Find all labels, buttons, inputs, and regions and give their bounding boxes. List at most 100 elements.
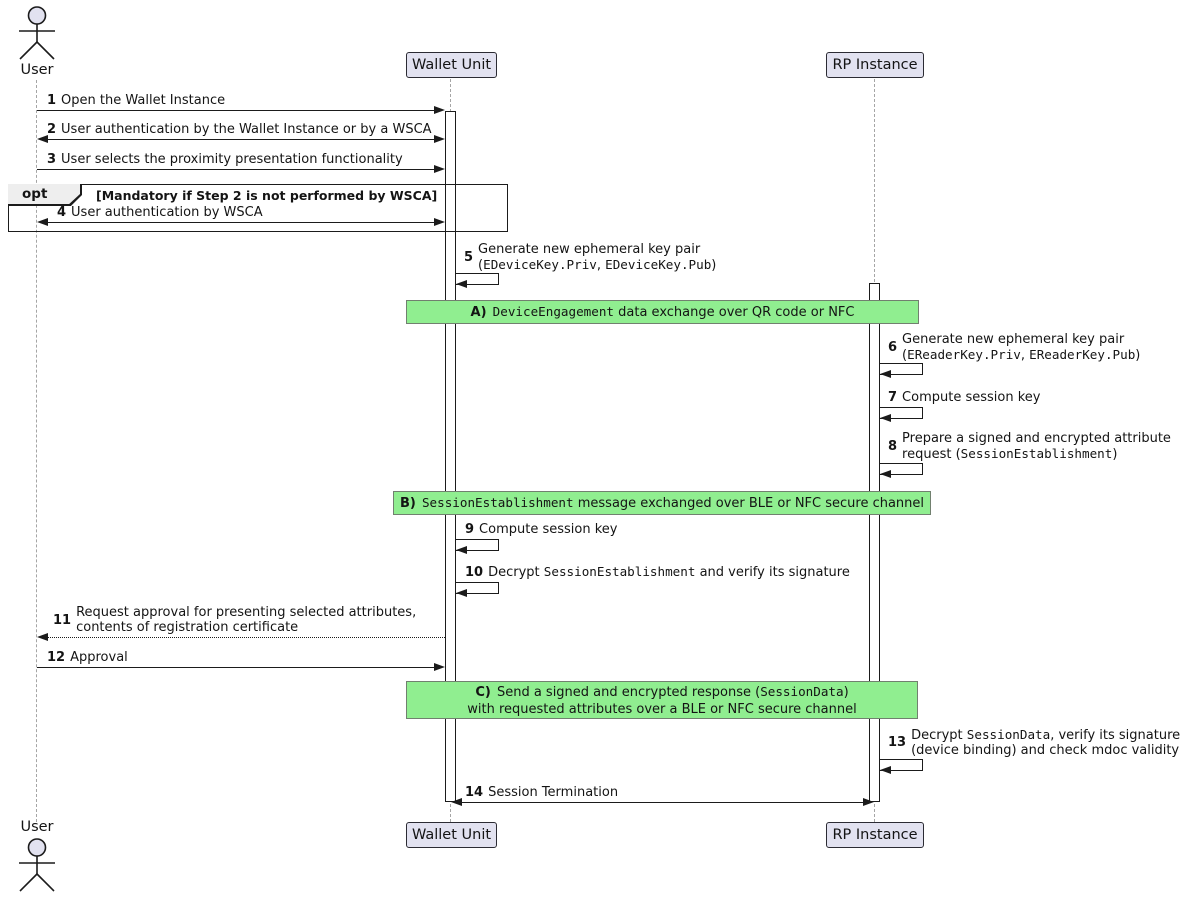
message-8-arrowhead [880,470,891,478]
rp-instance-box-top: RP Instance [826,52,924,78]
message-13-line2: (device binding) and check mdoc validity [911,743,1180,758]
message-8-line1: Prepare a signed and encrypted attribute [902,431,1171,446]
user-actor-label-top: User [20,62,54,78]
message-14-text: Session Termination [488,785,619,800]
message-3-line [37,169,436,170]
message-2-arrowhead-left [37,135,48,143]
rp-instance-box-bottom: RP Instance [826,822,924,848]
message-11-number: 11 [53,612,72,628]
wallet-unit-label: Wallet Unit [411,57,492,73]
message-10-self-line [456,582,499,594]
message-6-self-line [880,363,923,375]
message-13-number: 13 [888,735,907,750]
message-6-line2: (EReaderKey.Priv, EReaderKey.Pub) [902,347,1141,363]
wallet-activation-bar [445,111,456,802]
wallet-unit-box-bottom: Wallet Unit [406,822,497,848]
message-6-arrowhead [880,370,891,378]
phase-band-c-line1: C) Send a signed and encrypted response … [475,683,849,700]
phase-band-a: A) DeviceEngagement data exchange over Q… [406,300,919,324]
message-3-number: 3 [47,152,57,167]
message-4: 4 User authentication by WSCA [57,205,263,220]
message-13: 13 Decrypt SessionData, verify its signa… [888,727,1180,758]
message-8-self-line [880,463,923,475]
message-7-number: 7 [888,390,898,405]
user-actor-label-bottom: User [20,819,54,835]
message-7: 7 Compute session key [888,390,1040,405]
message-11-line [46,637,445,638]
phase-band-c: C) Send a signed and encrypted response … [406,681,918,719]
message-8: 8 Prepare a signed and encrypted attribu… [888,431,1171,462]
message-13-line1: Decrypt SessionData, verify its signatur… [911,727,1181,743]
message-6-line1: Generate new ephemeral key pair [902,332,1125,347]
opt-fragment-box [8,184,508,232]
message-9-arrowhead [456,546,467,554]
message-5-arrowhead [456,280,467,288]
wallet-unit-label-bottom: Wallet Unit [411,827,492,843]
rp-instance-label-bottom: RP Instance [832,827,918,843]
message-11-line2: contents of registration certificate [76,620,299,635]
message-14-line [460,802,866,803]
user-actor-icon [19,6,55,60]
message-5-line1: Generate new ephemeral key pair [478,242,701,257]
phase-band-a-text: A) DeviceEngagement data exchange over Q… [470,304,855,320]
message-5-self-line [456,273,499,285]
message-5-line2: (EDeviceKey.Priv, EDeviceKey.Pub) [478,257,717,273]
message-6-text: Generate new ephemeral key pair (EReader… [902,332,1140,363]
message-9-number: 9 [465,522,475,537]
message-7-arrowhead [880,414,891,422]
message-13-self-line [880,759,923,771]
message-9-self-line [456,539,499,551]
message-5: 5 Generate new ephemeral key pair (EDevi… [464,242,716,273]
message-11-text: Request approval for presenting selected… [76,605,416,635]
message-7-self-line [880,407,923,419]
phase-band-c-line2: with requested attributes over a BLE or … [467,701,857,717]
message-8-text: Prepare a signed and encrypted attribute… [902,431,1171,462]
message-2-line [46,139,435,140]
message-12-line [37,667,436,668]
message-4-arrowhead-right [434,218,445,226]
message-2-number: 2 [47,122,57,137]
message-4-text: User authentication by WSCA [71,205,263,220]
message-13-arrowhead [880,766,891,774]
message-2-arrowhead-right [434,135,445,143]
message-2-text: User authentication by the Wallet Instan… [61,122,432,137]
message-8-number: 8 [888,439,898,454]
rp-instance-label: RP Instance [832,57,918,73]
message-12-arrowhead [434,663,445,671]
user-lifeline [36,80,37,822]
message-2: 2 User authentication by the Wallet Insta… [47,122,432,137]
message-7-text: Compute session key [902,390,1041,405]
opt-operator: opt [8,184,80,204]
message-1-text: Open the Wallet Instance [61,93,226,108]
message-5-text: Generate new ephemeral key pair (EDevice… [478,242,716,273]
message-14-arrowhead-left [451,798,462,806]
message-11-line1: Request approval for presenting selected… [76,605,417,620]
message-4-arrowhead-left [37,218,48,226]
user-actor-icon-bottom [19,838,55,892]
message-14: 14 Session Termination [465,785,618,800]
message-4-number: 4 [57,205,67,220]
message-14-number: 14 [465,785,484,800]
message-13-text: Decrypt SessionData, verify its signatur… [911,727,1180,758]
message-12: 12 Approval [47,650,128,665]
message-6-number: 6 [888,340,898,355]
message-10-arrowhead [456,589,467,597]
message-12-number: 12 [47,650,66,665]
opt-fragment-tab: opt [8,184,82,206]
message-14-arrowhead-right [863,798,874,806]
message-3-text: User selects the proximity presentation … [61,152,403,167]
message-4-line [46,222,435,223]
message-11: 11 Request approval for presenting selec… [53,605,416,635]
message-8-line2: request (SessionEstablishment) [902,446,1118,462]
message-1-line [37,110,436,111]
message-11-arrowhead [37,633,48,641]
message-12-text: Approval [70,650,128,665]
message-10-text: and verify its signature [695,565,850,580]
phase-band-b: B) SessionEstablishment message exchange… [393,491,931,515]
message-6: 6 Generate new ephemeral key pair (ERead… [888,332,1140,363]
message-3: 3 User selects the proximity presentation… [47,152,403,167]
